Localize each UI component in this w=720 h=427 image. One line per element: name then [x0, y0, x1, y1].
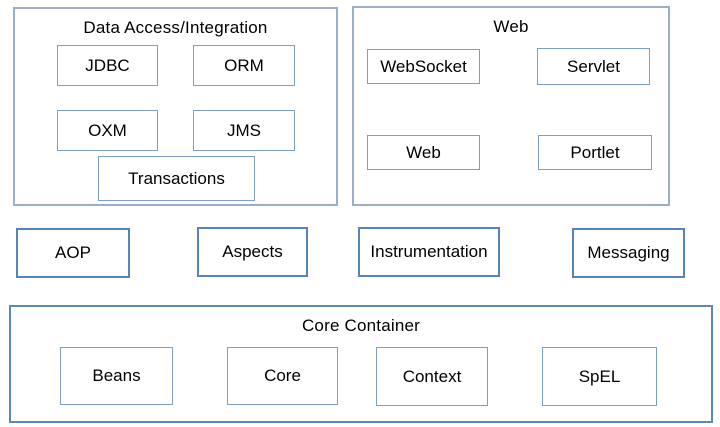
module-box-jdbc: JDBC: [57, 45, 158, 86]
module-box-transactions: Transactions: [98, 156, 255, 201]
group-title-core-container: Core Container: [301, 316, 421, 335]
module-box-websocket: WebSocket: [367, 49, 480, 84]
module-box-core: Core: [227, 347, 338, 405]
group-box-web: Web: [352, 6, 670, 206]
module-box-aspects: Aspects: [197, 227, 308, 277]
module-box-jms: JMS: [193, 110, 295, 151]
module-box-servlet: Servlet: [537, 48, 650, 85]
module-box-oxm: OXM: [57, 110, 158, 151]
module-box-aop: AOP: [16, 228, 130, 278]
module-box-portlet: Portlet: [538, 135, 652, 170]
module-box-instrumentation: Instrumentation: [358, 227, 500, 277]
module-box-web: Web: [367, 135, 480, 170]
module-box-spel: SpEL: [542, 347, 657, 406]
module-box-context: Context: [376, 347, 488, 406]
module-box-orm: ORM: [193, 45, 295, 86]
module-box-beans: Beans: [60, 347, 173, 405]
group-title-data-access-integration: Data Access/Integration: [83, 18, 268, 37]
module-box-messaging: Messaging: [572, 228, 685, 278]
group-title-web: Web: [493, 17, 529, 36]
